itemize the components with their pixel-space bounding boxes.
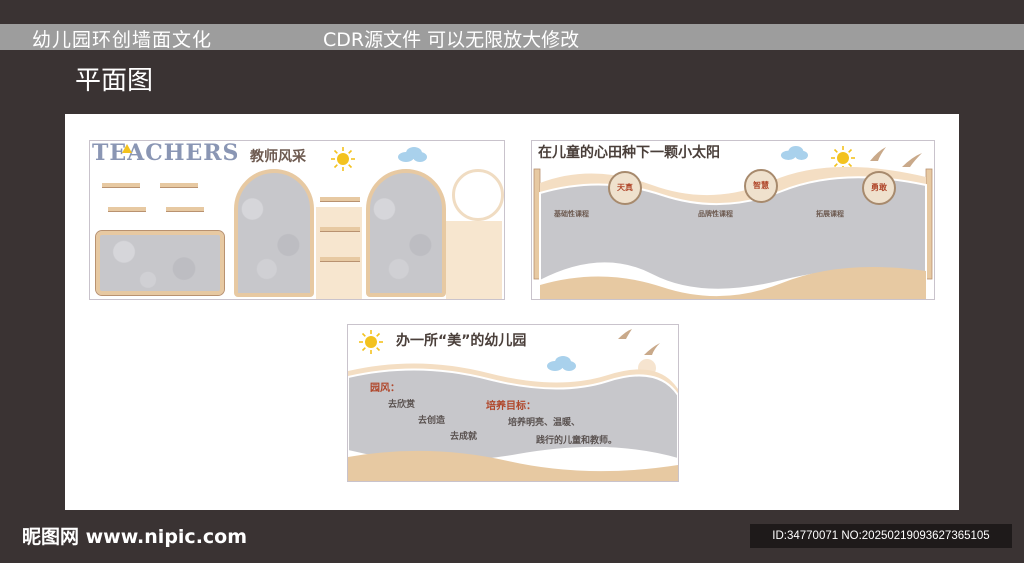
watermark-brand: 昵图网 www.nipic.com	[22, 526, 248, 548]
motto-line: 去欣赏	[388, 400, 416, 410]
artboard: TEACHERS 教师风采 在儿童的心田种下一颗小太阳	[65, 114, 959, 510]
image-id: ID:34770071 NO:20250219093627365105	[750, 524, 1012, 548]
plan-heading: 平面图	[75, 66, 154, 96]
wood-backdrop	[316, 207, 362, 299]
shelf	[102, 183, 140, 188]
course-label: 拓展课程	[816, 210, 844, 218]
sun-icon	[359, 330, 383, 354]
arched-board-right	[366, 169, 446, 297]
badge-innocence: 天真	[608, 171, 642, 205]
shelf	[166, 207, 204, 212]
shelf	[108, 207, 146, 212]
motto-label: 园风：	[370, 383, 400, 394]
badge-label: 天真	[617, 183, 633, 192]
motto-line: 去成就	[450, 432, 478, 442]
goal-line: 培养明亮、温暖、	[508, 418, 581, 428]
panel1-title: 教师风采	[250, 149, 306, 165]
banner-title: 幼儿园环创墙面文化	[32, 29, 213, 51]
shelf	[160, 183, 198, 188]
badge-wisdom: 智慧	[744, 169, 778, 203]
felt-board-left	[95, 230, 225, 296]
badge-label: 智慧	[753, 181, 769, 190]
motto-line: 去创造	[418, 416, 446, 426]
wordmark-triangle-icon	[122, 144, 132, 153]
teachers-wordmark: TEACHERS	[92, 140, 240, 166]
goal-label: 培养目标：	[486, 401, 536, 412]
cloud-icon	[780, 145, 808, 160]
decor-ring	[452, 169, 504, 221]
cloud-icon	[398, 147, 427, 162]
wave-felt-board	[533, 166, 933, 299]
wood-backdrop	[446, 221, 502, 299]
badge-courage: 勇敢	[862, 171, 896, 205]
cloud-icon	[547, 356, 576, 371]
shelf	[320, 197, 360, 202]
course-label: 品牌性课程	[698, 210, 733, 218]
course-label: 基础性课程	[554, 210, 589, 218]
panel-beautiful-kindergarten: 办一所“美”的幼儿园 园风： 去欣赏 去创造 去成就 培养目标： 培养明亮、温暖…	[347, 324, 679, 482]
panel-teachers: TEACHERS 教师风采	[89, 140, 505, 300]
wave-felt-board	[348, 363, 678, 481]
birds-icon	[618, 329, 660, 355]
shelf	[320, 257, 360, 262]
goal-line: 践行的儿童和教师。	[536, 436, 618, 446]
birds-icon	[870, 147, 922, 167]
sun-icon	[331, 147, 355, 171]
arched-board-left	[234, 169, 314, 297]
badge-label: 勇敢	[871, 183, 887, 192]
top-banner: 幼儿园环创墙面文化 CDR源文件 可以无限放大修改	[0, 24, 1024, 51]
banner-note: CDR源文件 可以无限放大修改	[323, 29, 580, 51]
panel3-title: 办一所“美”的幼儿园	[396, 333, 527, 349]
panel-little-sun: 在儿童的心田种下一颗小太阳 天真 智慧 勇敢 基础性课程 品牌性课程	[531, 140, 935, 300]
shelf	[320, 227, 360, 232]
panel2-title: 在儿童的心田种下一颗小太阳	[538, 145, 720, 161]
